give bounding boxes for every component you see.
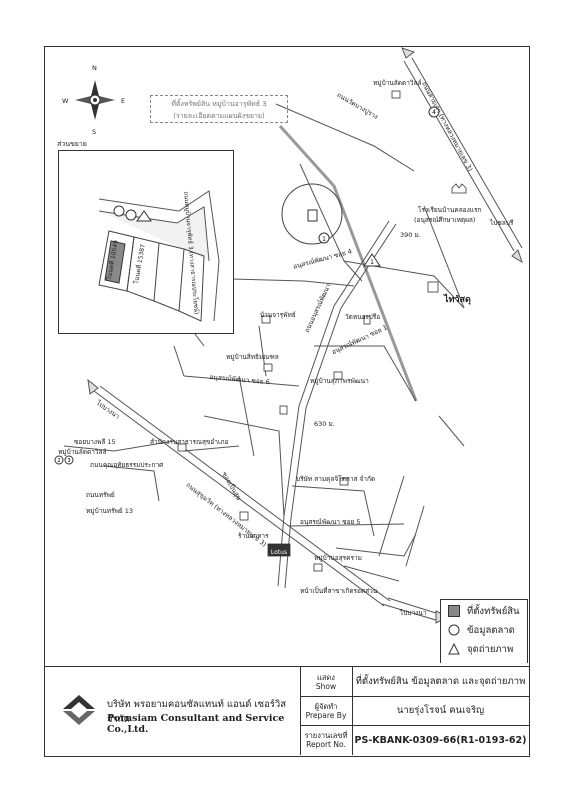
label-to-bangna-bottom: ไปบางนา: [400, 609, 427, 617]
report-label-th: รายงานเลขที่: [304, 731, 348, 740]
legend-market-label: ข้อมูลตลาด: [467, 624, 515, 636]
report-value: PS-KBANK-0309-66(R1-0193-62): [354, 734, 527, 746]
company-logo-icon: [63, 695, 95, 725]
prepare-label-en: Prepare By: [305, 710, 347, 720]
compass-n: N: [92, 64, 97, 72]
prepare-value: นายรุ่งโรจน์ คนเจริญ: [396, 705, 485, 716]
title-block: บริษัท พรอยามคอนซัลแทนท์ แอนด์ เซอร์วิส …: [44, 666, 530, 757]
label-jarupat: บ้านจารุพัทธ์: [260, 311, 296, 319]
company-name-th: บริษัท พรอยามคอนซัลแทนท์ แอนด์ เซอร์วิส …: [107, 699, 287, 725]
building-icon: [391, 90, 401, 99]
legend-photo: จุดถ่ายภาพ: [447, 641, 513, 657]
compass: N S W E: [62, 64, 125, 140]
report-label-en: Report No.: [306, 740, 346, 749]
inset-title: ส่วนขยาย: [57, 140, 87, 148]
compass-rose-icon: [75, 80, 115, 120]
building-icon: [313, 563, 323, 572]
label-vill-supha: หมู่บ้านสุภาพรพัฒนา: [310, 377, 369, 385]
crown-icon: [451, 183, 467, 194]
svg-text:1: 1: [370, 259, 374, 266]
label-temple-bottom: หน้าเป็นที่สาขาเกิดรอดส่วน: [300, 587, 378, 595]
svg-text:4: 4: [432, 109, 436, 116]
svg-text:3: 3: [67, 458, 71, 464]
market-marker-4: [428, 106, 440, 118]
property-lot: [104, 240, 126, 284]
label-thaiwatsadu: ไทวัสดุ: [444, 295, 471, 305]
legend-property: ที่ตั้งทรัพย์สิน: [447, 603, 520, 619]
building-icon: [239, 511, 249, 521]
label-office: สำนักงานสาธารณสุขอำเภอ: [150, 438, 229, 446]
building-icon: [279, 405, 288, 415]
market-zone-circle: [281, 183, 343, 245]
callout-line2: (รายละเอียดตามแผนผังขยาย): [173, 112, 265, 120]
label-soi15: ซอยบางพลี 15: [74, 438, 116, 446]
label-soi5: อนุสรณ์พัฒนา ซอย 5: [300, 518, 361, 526]
row-report: รายงานเลขที่Report No. PS-KBANK-0309-66(…: [300, 725, 529, 755]
building-icon: [333, 371, 343, 380]
svg-text:2: 2: [57, 458, 61, 464]
arrow-left-icon: [87, 378, 99, 395]
arrow-right-top-icon: [511, 249, 523, 264]
show-label-en: Show: [315, 681, 337, 691]
property-building: [307, 209, 318, 222]
building-icon: [263, 363, 273, 372]
label-vill-nearby: วัดหนองปรือ: [345, 313, 381, 321]
thaiwatsadu-icon: [427, 281, 439, 293]
photo-point-1: [363, 253, 381, 267]
legend-property-label: ที่ตั้งทรัพย์สิน: [467, 605, 520, 617]
callout-line1: ที่ตั้งทรัพย์สิน หมู่บ้านจารุพัทธ์ 3: [171, 100, 267, 108]
label-distance-b: 630 ม.: [314, 420, 335, 428]
label-vill-sitthiman: หมู่บ้านสิทธิมณฑล: [226, 353, 279, 361]
company-box: บริษัท พรอยามคอนซัลแทนท์ แอนด์ เซอร์วิส …: [45, 667, 301, 755]
property-callout: ที่ตั้งทรัพย์สิน หมู่บ้านจารุพัทธ์ 3 (รา…: [150, 95, 288, 123]
compass-s: S: [92, 128, 97, 136]
legend-photo-label: จุดถ่ายภาพ: [467, 643, 514, 655]
inset-drawing: [98, 190, 220, 322]
svg-text:1: 1: [322, 236, 326, 243]
label-vill-ladda-left: หมู่บ้านลัดดาวิลล์: [58, 448, 107, 456]
market-marker-2: [54, 455, 64, 465]
label-company-bottom: บริษัท สามดุลจิโตกาส จำกัด: [296, 475, 376, 483]
road-network: 1 1 4 2 3 Lotus: [54, 47, 523, 624]
lotus-text: Lotus: [271, 549, 287, 556]
label-vill-left2: หมู่บ้านทรัพย์ 13: [86, 507, 133, 515]
map-legend: ที่ตั้งทรัพย์สิน ข้อมูลตลาด จุดถ่ายภาพ: [440, 599, 528, 663]
label-thanon-left: ถนนคุณอุทัยธรรมประกาศ: [90, 461, 164, 469]
label-vill-left: ถนนทรัพย์: [86, 491, 115, 499]
market-marker-3: [64, 455, 74, 465]
label-vill-bottom: หมู่บ้านอสุรคราม: [314, 554, 362, 562]
lotus-icon: [267, 543, 291, 557]
show-label-th: แสดง: [317, 672, 335, 682]
company-name-en: Pornsiam Consultant and Service Co.,Ltd.: [107, 713, 285, 735]
label-distance-a: 390 ม.: [400, 231, 421, 239]
hatched-square-icon: [447, 604, 461, 618]
prepare-label-th: ผู้จัดทำ: [314, 701, 338, 711]
label-to-chonburi: ไปชลบุรี: [490, 219, 514, 227]
market-marker-1: [318, 232, 330, 244]
building-icon: [177, 443, 187, 452]
compass-w: W: [62, 97, 69, 105]
arrow-top-icon: [401, 47, 416, 59]
compass-e: E: [121, 97, 126, 105]
legend-market: ข้อมูลตลาด: [447, 622, 515, 638]
label-shop: ร้านอาหาร: [238, 532, 269, 540]
label-vill-ladda-top: หมู่บ้านลัดดาวิลล์: [373, 79, 422, 87]
building-icon: [261, 315, 271, 324]
label-temple-school: (อนุสรณ์ศึกษาเหตุผล): [414, 216, 476, 224]
show-value: ที่ตั้งทรัพย์สิน ข้อมูลตลาด และจุดถ่ายภา…: [355, 676, 526, 687]
circle-icon: [447, 623, 461, 637]
label-school: โรงเรียนบ้านคลองแรก: [418, 206, 482, 214]
building-icon: [363, 315, 371, 325]
map-canvas: 1 1 4 2 3 Lotus: [44, 46, 530, 666]
triangle-icon: [447, 642, 461, 656]
inset-map: ส่วนขยาย ถนนหมู่บ้านจารุพัทธ์ 3 (ทางสาธา…: [57, 140, 234, 334]
building-icon: [339, 477, 349, 486]
